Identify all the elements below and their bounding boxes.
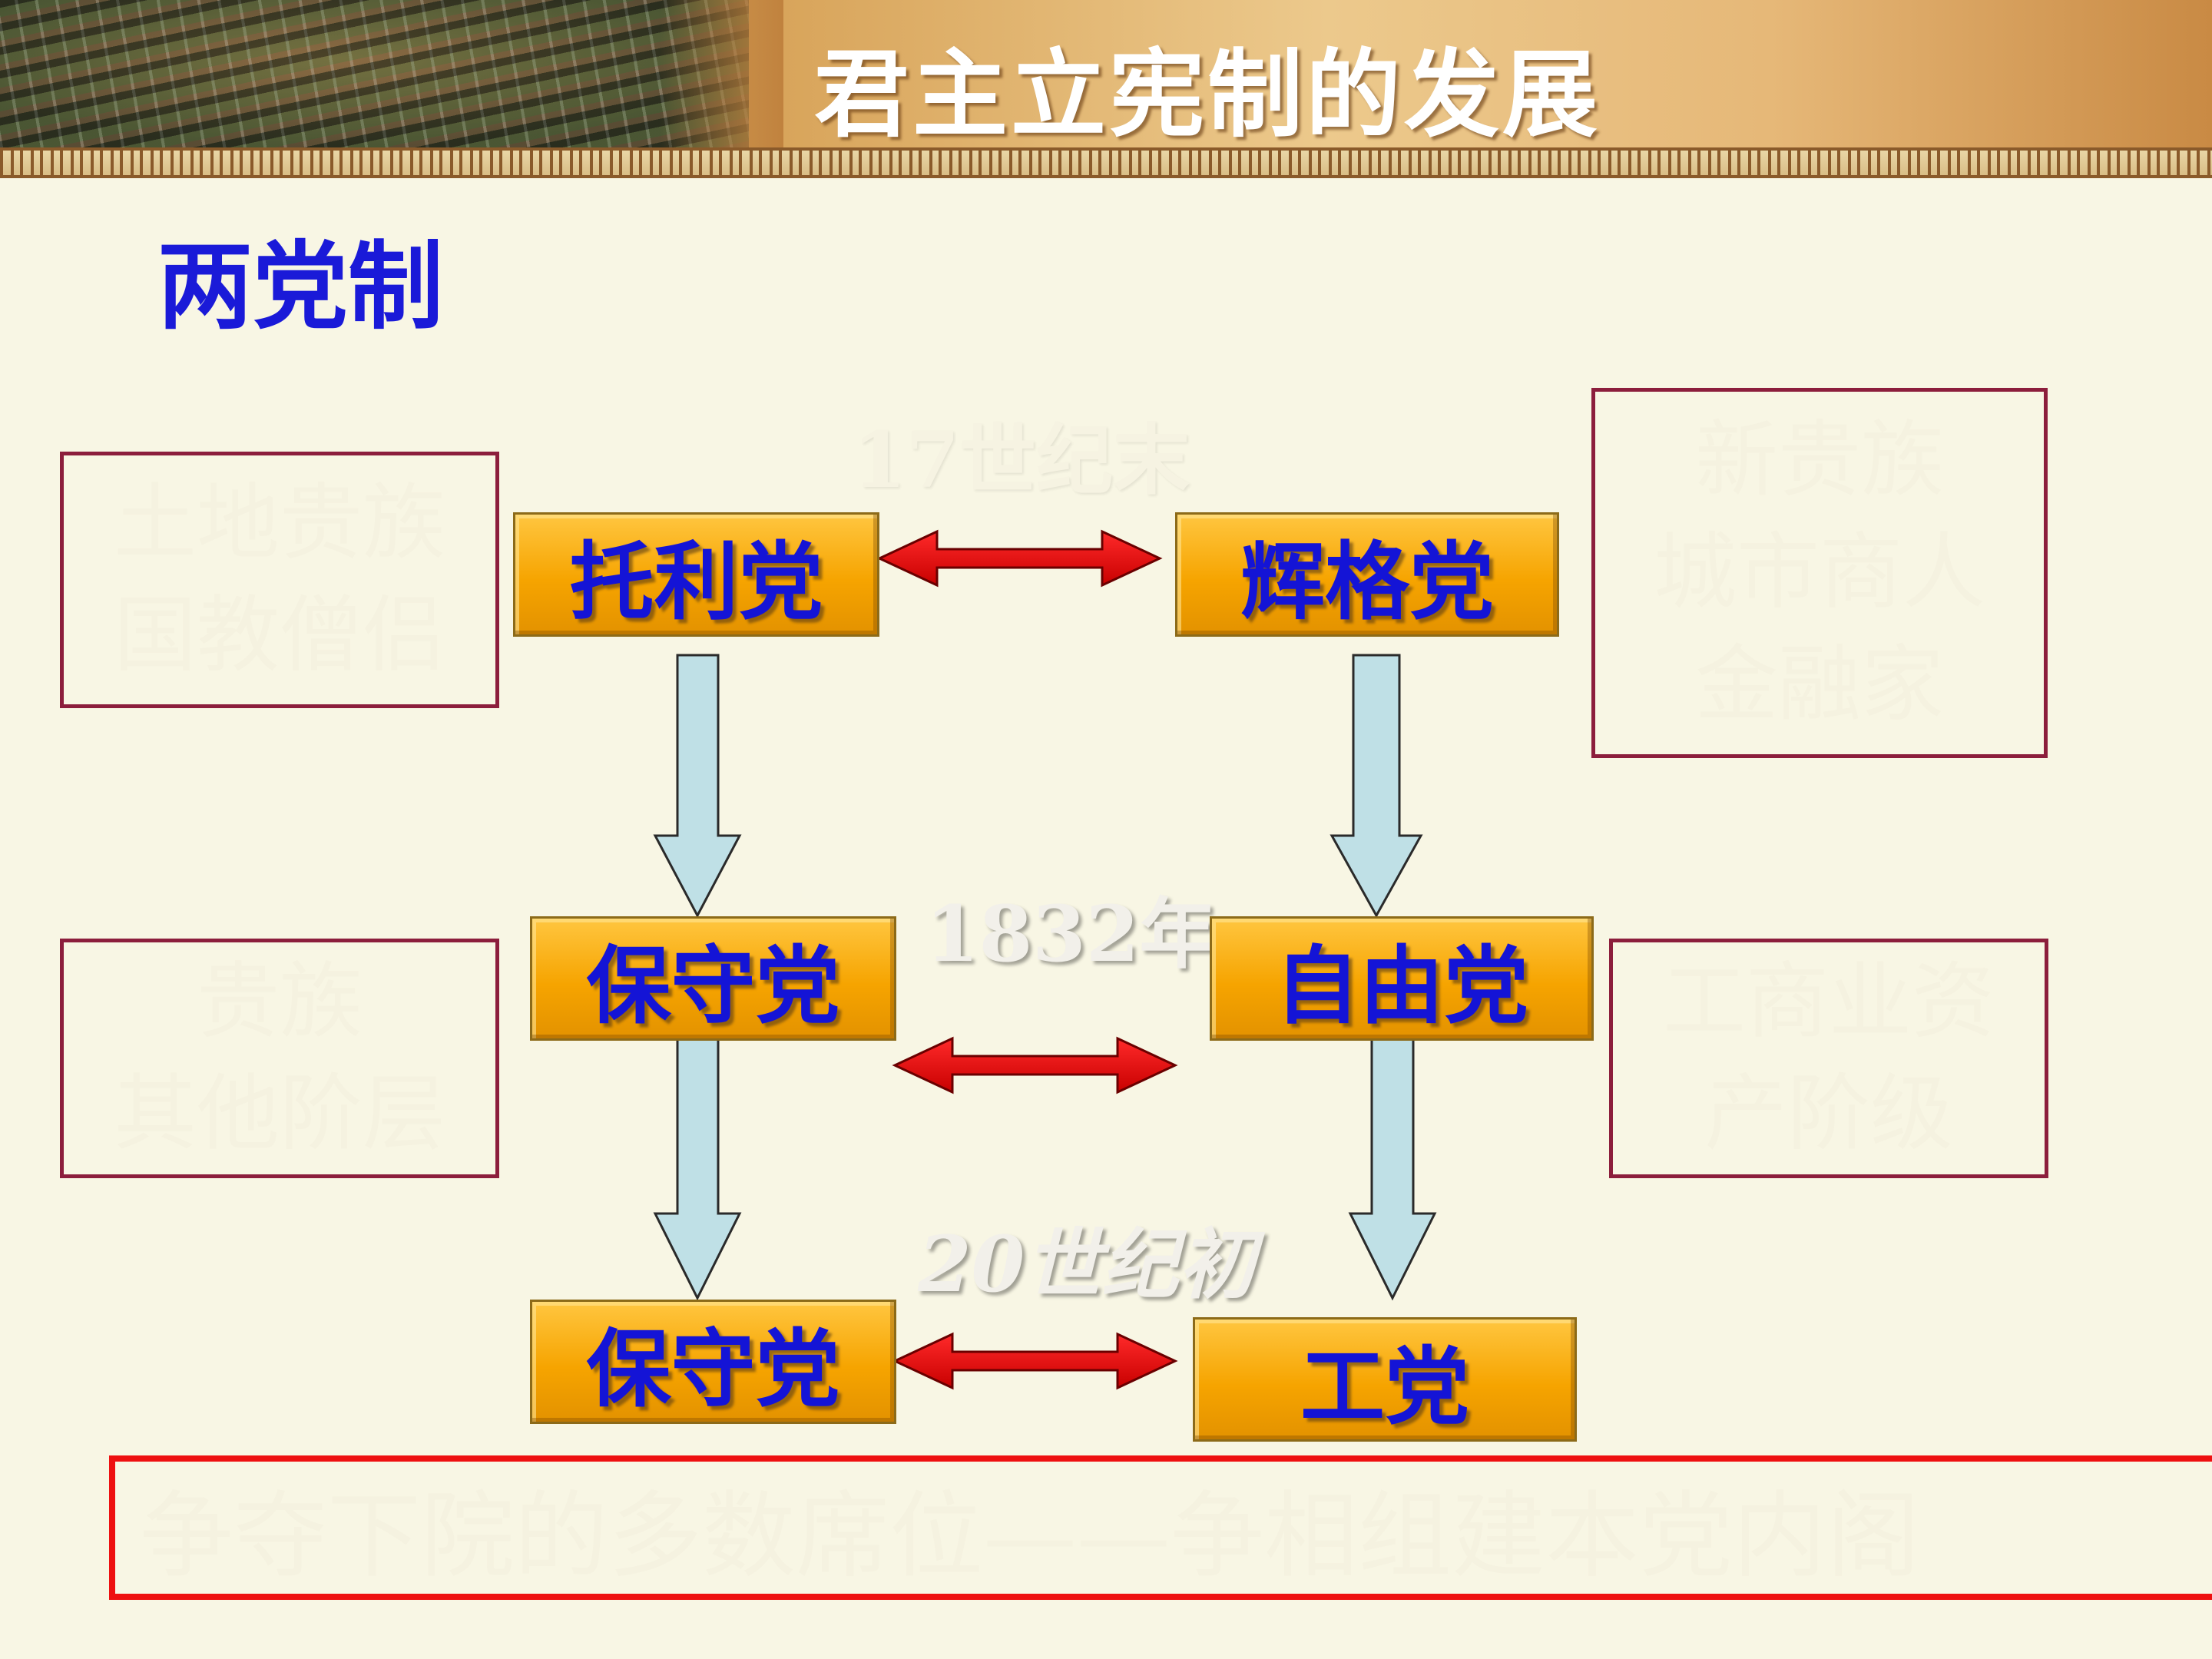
- party-box-whig: 辉格党: [1175, 512, 1559, 637]
- summary-note: 争夺下院的多数席位——争相组建本党内阁: [109, 1455, 2212, 1600]
- parliament-photo: [0, 0, 749, 147]
- section-title: 两党制: [157, 232, 444, 343]
- era-label-17th-century-end: 17世纪末: [853, 415, 1190, 505]
- base-box-liberal: 工商业资 产阶级: [1609, 939, 2048, 1178]
- down-arrow-whig-liberal: [1330, 654, 1423, 919]
- base-line: 其他阶层: [113, 1066, 445, 1162]
- photo-fade: [661, 0, 783, 147]
- fret-border: [0, 147, 2212, 178]
- double-arrow-conservative-liberal: [892, 1036, 1178, 1094]
- base-line: 产阶级: [1704, 1066, 1953, 1162]
- base-line: 贵族: [196, 954, 363, 1051]
- party-box-tory: 托利党: [513, 512, 879, 637]
- era-label-20th-century-start: 20世纪初: [918, 1219, 1256, 1310]
- summary-note-text: 争夺下院的多数席位——争相组建本党内阁: [140, 1481, 1920, 1591]
- party-box-conservative-1832: 保守党: [530, 916, 896, 1041]
- down-arrow-liberal-labour: [1348, 1038, 1437, 1301]
- header-banner: 君主立宪制的发展: [0, 0, 2212, 147]
- base-line: 土地贵族: [113, 475, 445, 572]
- base-line: 城市商人: [1653, 525, 1985, 621]
- base-line: 国教僧侣: [113, 588, 445, 684]
- era-label-1832: 1832年: [926, 889, 1217, 979]
- base-box-conservative: 贵族 其他阶层: [60, 939, 499, 1178]
- base-box-whig: 新贵族 城市商人 金融家: [1591, 388, 2048, 758]
- party-box-liberal: 自由党: [1210, 916, 1594, 1041]
- base-line: 金融家: [1694, 636, 1944, 733]
- double-arrow-tory-whig: [876, 529, 1163, 588]
- double-arrow-conservative-labour: [892, 1332, 1178, 1390]
- down-arrow-tory-conservative: [653, 654, 742, 919]
- base-box-tory: 土地贵族 国教僧侣: [60, 452, 499, 708]
- base-line: 工商业资: [1662, 954, 1995, 1051]
- party-box-conservative-20th: 保守党: [530, 1300, 896, 1424]
- page-title: 君主立宪制的发展: [814, 40, 1601, 147]
- base-line: 新贵族: [1694, 412, 1944, 509]
- down-arrow-conservative-conservative: [653, 1038, 742, 1301]
- party-box-labour: 工党: [1193, 1317, 1577, 1442]
